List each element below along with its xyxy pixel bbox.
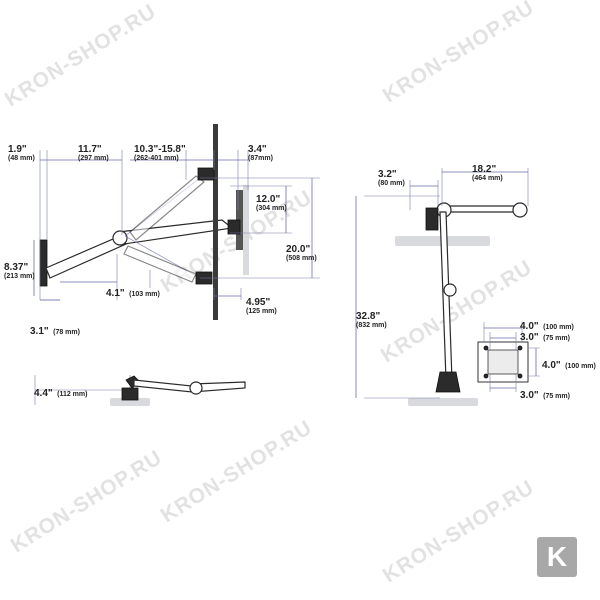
dim-main: 32.8" [356,311,381,322]
front-view [355,168,529,406]
dim-sub: (100 mm) [565,363,596,370]
vesa-hole [517,373,523,379]
dim-12-0: 12.0" (304 mm) [256,194,287,213]
dim-main: 4.95" [246,297,271,308]
extension-lines [39,150,320,301]
dim-sub: (262-401 mm) [134,155,179,162]
front-extension-lines [364,168,529,399]
dim-main: 3.0" [520,332,539,343]
dim-sub: (48 mm) [8,155,35,162]
dim-sub: (80 mm) [378,180,405,187]
base-clamp [435,371,461,393]
vesa-plate-view [477,322,540,392]
dim-main: 8.37" [4,262,29,273]
elbow-joint [112,230,128,246]
dim-main: 4.4" [34,388,53,399]
top-view [34,375,246,406]
vesa-extension-lines [483,322,540,392]
dim-main: 1.9" [8,144,27,155]
dim-32-8: 32.8" (832 mm) [356,311,387,330]
dim-main: 18.2" [472,164,497,175]
dim-sub: (87mm) [248,155,273,162]
upper-clamp [425,207,439,231]
vesa-hole [483,373,489,379]
vesa-inner [487,349,519,375]
dim-main: 3.2" [378,169,397,180]
top-elbow-joint [189,381,203,395]
side-view [33,124,320,320]
wall-plate [39,239,48,287]
tilt-bracket-mid [227,219,241,235]
horizontal-arm [439,205,525,213]
clamp-shadow [110,398,150,406]
dim-main: 10.3"-15.8" [134,144,186,155]
dim-4-4: 4.4" (112 mm) [34,384,87,400]
dim-11-7: 11.7" (297 mm) [78,144,109,163]
dim-main: 20.0" [286,244,311,255]
dim-main: 11.7" [78,144,102,155]
tilt-bracket-top [197,167,215,181]
dim-main: 4.0" [520,321,539,332]
dim-sub: (75 mm) [543,393,570,400]
dim-sub: (508 mm) [286,255,317,262]
vesa-dim-4-0-top: 4.0" (100 mm) [520,317,574,333]
vesa-dim-4-0-right: 4.0" (100 mm) [542,356,596,372]
dim-4-1: 4.1" (103 mm) [106,284,160,300]
desk-surface-bottom [408,398,478,406]
monitor-profile [213,124,218,320]
clamp-base [121,387,139,401]
dim-main: 3.4" [248,144,267,155]
raised-arm-ghost [129,175,205,241]
dim-sub: (304 mm) [256,205,287,212]
dim-main: 4.0" [542,360,561,371]
vesa-dimension-lines [484,327,537,389]
vesa-hole [483,345,489,351]
dim-main: 3.0" [520,390,539,401]
dim-sub: (75 mm) [543,335,570,342]
dim-sub: (213 mm) [4,273,35,280]
dim-sub: (464 mm) [472,175,503,182]
shop-logo-icon: K [537,537,577,577]
dim-18-2: 18.2" (464 mm) [472,164,503,183]
front-dimension-lines [355,171,528,398]
dim-main: 3.1" [30,326,49,337]
monitor-shadow [243,185,249,275]
dim-8-37: 8.37" (213 mm) [4,262,35,281]
vesa-dim-3-0-top: 3.0" (75 mm) [520,328,570,344]
dim-20-0: 20.0" (508 mm) [286,244,317,263]
dim-3-4: 3.4" (87mm) [248,144,273,163]
side-dimension-lines [33,159,313,301]
dim-4-95: 4.95" (125 mm) [246,297,277,316]
dim-main: 4.1" [106,288,125,299]
pole-joint [443,283,457,297]
dim-sub: (100 mm) [543,324,574,331]
vesa-dim-3-0-bottom: 3.0" (75 mm) [520,386,570,402]
dim-sub: (112 mm) [57,391,88,398]
dim-3-1: 3.1" (78 mm) [30,322,80,338]
dim-sub: (297 mm) [78,155,109,162]
vesa-hole [517,345,523,351]
lowered-arm-ghost [123,245,197,283]
dim-3-2: 3.2" (80 mm) [378,169,405,188]
dim-sub: (832 mm) [356,322,387,329]
dim-main: 12.0" [256,194,281,205]
dim-10-3-15-8: 10.3"-15.8" (262-401 mm) [134,144,186,163]
top-arm-segment-1 [133,379,193,393]
arm-end-joint [512,202,528,218]
dim-sub: (78 mm) [53,329,80,336]
dim-sub: (125 mm) [246,308,277,315]
dim-1-9: 1.9" (48 mm) [8,144,35,163]
dim-sub: (103 mm) [129,291,160,298]
